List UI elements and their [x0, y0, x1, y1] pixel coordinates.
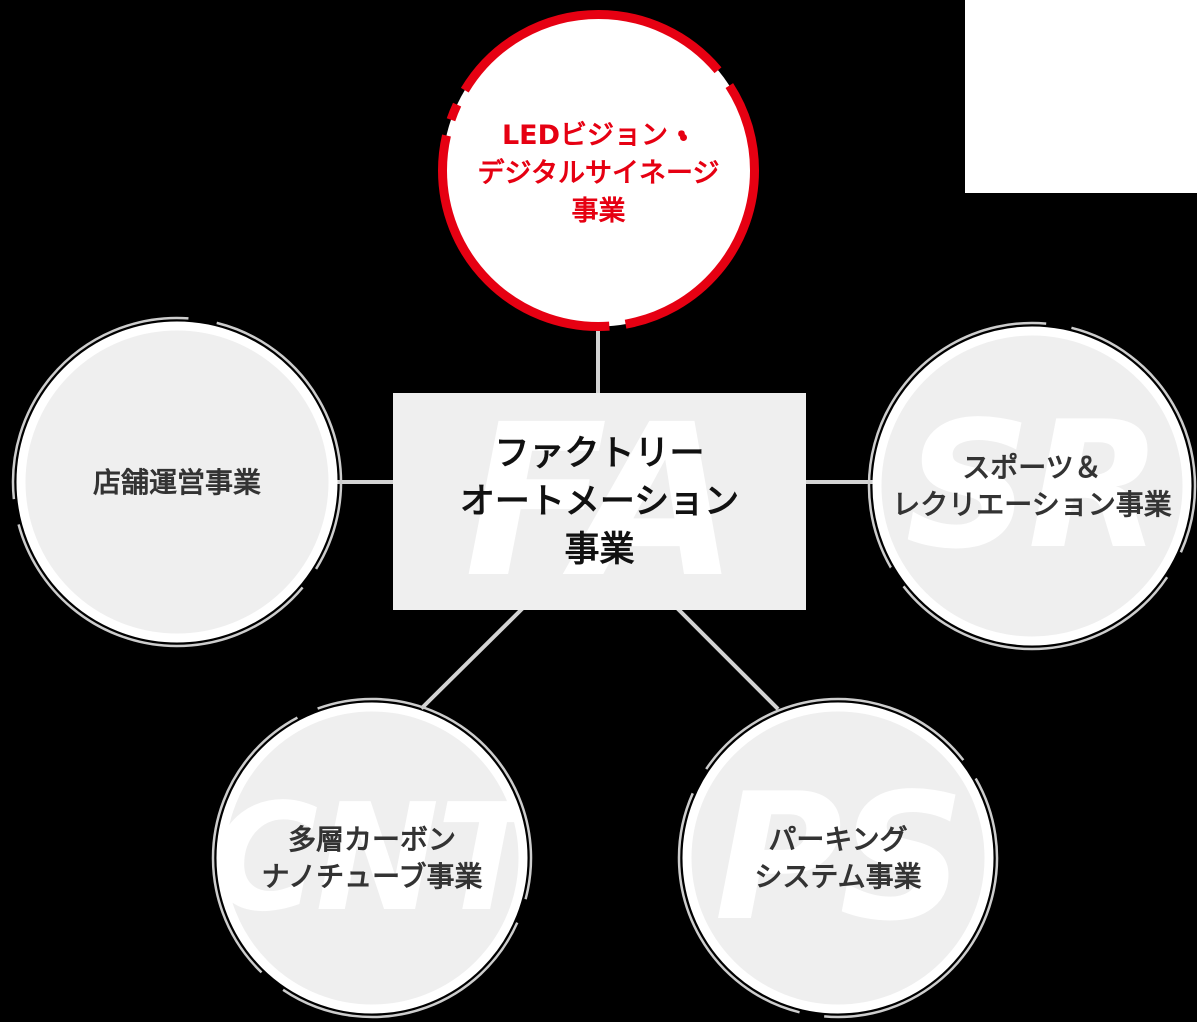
node-label-line: ファクトリー [494, 433, 705, 474]
node-parking-system[interactable]: PS パーキング システム事業 [676, 696, 1000, 1020]
node-label: スポーツ＆ レクリエーション事業 [866, 320, 1197, 652]
node-label-line: システム事業 [754, 860, 922, 893]
node-label-line: ナノチューブ事業 [261, 860, 483, 893]
node-sports-recreation[interactable]: SR スポーツ＆ レクリエーション事業 [866, 320, 1197, 652]
node-label: パーキング システム事業 [676, 696, 1000, 1020]
node-label-line: レクリエーション事業 [892, 488, 1172, 521]
watermark-ps: PS [714, 756, 965, 960]
fa-watermark-wrap: FA [393, 393, 806, 610]
node-label-line: デジタルサイネージ [477, 157, 720, 189]
node-label-line: LEDビジョン・ [501, 119, 696, 151]
connector-bottom-left [419, 601, 530, 710]
sports-node-clip: SR [880, 334, 1184, 638]
node-carbon-nanotube[interactable]: CNT 多層カーボン ナノチューブ事業 [210, 696, 534, 1020]
connector-right [800, 480, 874, 484]
node-label-line: パーキング [768, 823, 908, 856]
center-node-factory-automation[interactable]: FA ファクトリー オートメーション 事業 [393, 393, 806, 610]
watermark-sr: SR [905, 384, 1162, 588]
node-led-vision-digital-signage[interactable]: LEDビジョン・ デジタルサイネージ 事業 [436, 8, 761, 333]
sports-node-ring-graphic [867, 321, 1197, 651]
node-label-line: 事業 [564, 529, 635, 570]
red-ink-fleck [680, 134, 687, 141]
node-label-line: スポーツ＆ [962, 451, 1102, 484]
node-label-line: オートメーション [459, 481, 740, 522]
node-label: 多層カーボン ナノチューブ事業 [210, 696, 534, 1020]
cnt-node-ring-graphic [211, 697, 533, 1019]
parking-node-clip: PS [690, 710, 986, 1006]
connector-top [596, 318, 600, 398]
store-node-ring-graphic [11, 316, 343, 648]
node-label-line: 店舗運営事業 [92, 465, 261, 499]
node-label-line: 事業 [571, 195, 626, 227]
node-label: LEDビジョン・ デジタルサイネージ 事業 [436, 8, 761, 333]
center-node-label: ファクトリー オートメーション 事業 [393, 393, 806, 610]
watermark-fa: FA [464, 393, 739, 610]
corner-panel [965, 0, 1197, 193]
parking-node-ring-graphic [677, 697, 999, 1019]
node-label-line: 多層カーボン [287, 823, 456, 856]
node-store-operation[interactable]: 店舗運営事業 [10, 315, 344, 649]
connector-left [332, 480, 398, 484]
cnt-node-clip: CNT [224, 710, 520, 1006]
node-label: 店舗運営事業 [10, 315, 344, 649]
watermark-cnt: CNT [224, 772, 520, 944]
led-node-ring-graphic [438, 10, 759, 331]
connector-bottom-right [670, 601, 780, 711]
